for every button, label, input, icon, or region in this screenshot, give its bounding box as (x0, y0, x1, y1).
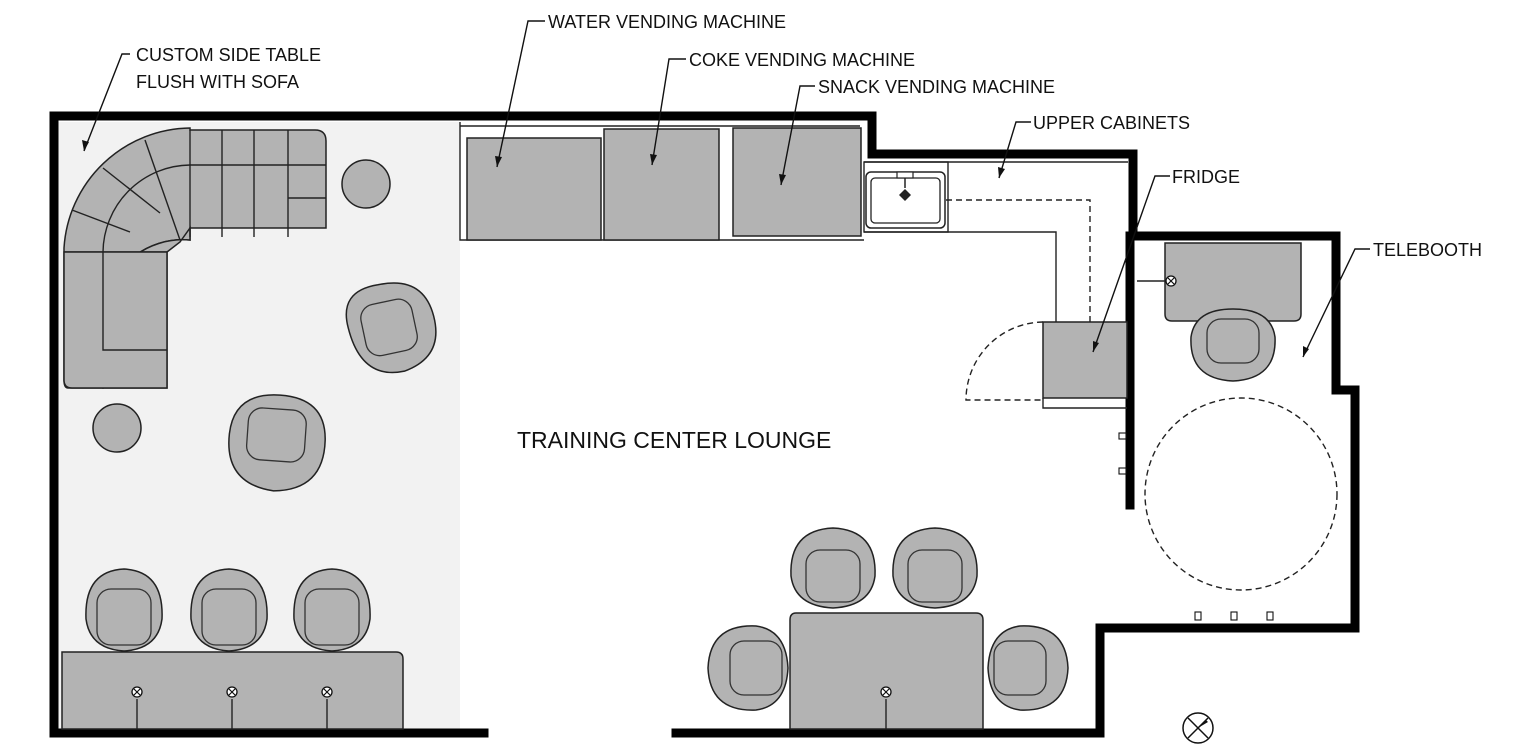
telebooth-chair (1190, 308, 1276, 382)
callout-fridge: FRIDGE (1172, 167, 1240, 187)
wall-fixtures (1118, 432, 1274, 621)
fridge (965, 321, 1128, 409)
dining-chair (707, 625, 789, 711)
floor-outlet-icon (1165, 275, 1177, 287)
telebooth-dome-outline (1144, 397, 1338, 591)
walls (49, 111, 1360, 738)
leader-arrowheads (82, 140, 1309, 357)
dining-chair (987, 625, 1069, 711)
callout-coke-vending: COKE VENDING MACHINE (689, 50, 915, 70)
dining-table (789, 612, 984, 730)
callout-side-table-line2: FLUSH WITH SOFA (136, 72, 299, 92)
round-side-table (92, 403, 142, 453)
callout-leaders (83, 20, 1370, 358)
bench-chair (85, 568, 163, 652)
callout-upper-cabinets: UPPER CABINETS (1033, 113, 1190, 133)
floor-outlet-icon (880, 686, 892, 698)
lounge-chair (345, 282, 437, 374)
floor-outlet-icon (131, 686, 143, 698)
callout-snack-vending: SNACK VENDING MACHINE (818, 77, 1055, 97)
telebooth-desk (1137, 242, 1302, 322)
sink (865, 171, 946, 229)
dining-chair (790, 527, 876, 609)
bench-chair (293, 568, 371, 652)
floor-outlet-icon (226, 686, 238, 698)
bench-chair (190, 568, 268, 652)
lounge-chair (228, 394, 326, 492)
coke-vending-machine (603, 128, 720, 241)
room-label: TRAINING CENTER LOUNGE (517, 427, 831, 453)
round-side-table (341, 159, 391, 209)
sink-faucet-icon (896, 171, 914, 201)
dining-chair (892, 527, 978, 609)
water-vending-machine (466, 137, 602, 241)
floor-outlet-icon (321, 686, 333, 698)
north-arrow-icon (1182, 712, 1214, 744)
snack-vending-machine (732, 127, 862, 237)
callout-side-table-line1: CUSTOM SIDE TABLE (136, 45, 321, 65)
sectional-sofa (63, 127, 327, 389)
callout-telebooth: TELEBOOTH (1373, 240, 1482, 260)
callout-water-vending: WATER VENDING MACHINE (548, 12, 786, 32)
